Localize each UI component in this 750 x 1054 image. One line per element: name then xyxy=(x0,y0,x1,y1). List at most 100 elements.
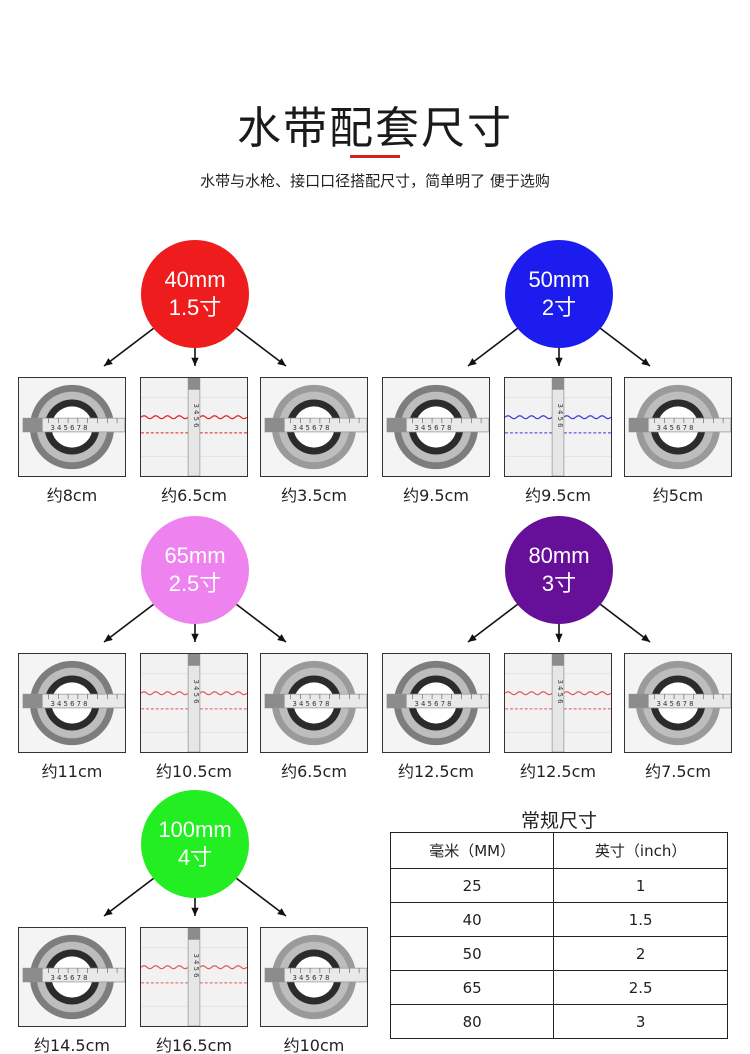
svg-text:3 4 5 6: 3 4 5 6 xyxy=(556,679,564,703)
hose-photo: 3 4 5 6 xyxy=(140,377,248,477)
svg-text:3 4 5 6 7 8: 3 4 5 6 7 8 xyxy=(50,700,87,708)
arrow-head-icon xyxy=(555,357,563,366)
coupling-photo: 3 4 5 6 7 8 xyxy=(382,377,490,477)
arrow-line xyxy=(467,600,523,643)
arrow-head-icon xyxy=(277,634,286,642)
svg-text:3 4 5 6 7 8: 3 4 5 6 7 8 xyxy=(292,700,329,708)
cell-inch: 1 xyxy=(553,868,728,903)
nozzle-coupling-photo: 3 4 5 6 7 8 xyxy=(624,653,732,753)
size-group: 65mm 2.5寸 3 4 5 6 7 8 约11cm 3 4 5 6 约10.5… xyxy=(18,516,378,786)
cell-mm: 25 xyxy=(389,868,555,903)
measurement-caption: 约12.5cm xyxy=(397,762,474,781)
arrow-head-icon xyxy=(104,358,113,366)
arrow-line xyxy=(595,600,651,643)
svg-text:3 4 5 6 7 8: 3 4 5 6 7 8 xyxy=(50,424,87,432)
cell-inch: 2 xyxy=(553,936,728,971)
size-mm-label: 65mm xyxy=(164,543,226,568)
page-title: 水带配套尺寸 xyxy=(237,103,513,154)
size-badge: 100mm 4寸 xyxy=(141,790,249,898)
nozzle-coupling-photo: 3 4 5 6 7 8 xyxy=(260,927,368,1027)
size-cun-label: 2寸 xyxy=(541,295,577,320)
cell-inch: 1.5 xyxy=(553,902,728,937)
table-row: 50 2 xyxy=(389,936,728,971)
table-row: 80 3 xyxy=(389,1004,728,1039)
svg-text:3 4 5 6 7 8: 3 4 5 6 7 8 xyxy=(656,424,693,432)
measurement-caption: 约6.5cm xyxy=(161,486,227,505)
nozzle-coupling-photo: 3 4 5 6 7 8 xyxy=(260,377,368,477)
size-badge: 50mm 2寸 xyxy=(505,240,613,348)
arrow-line xyxy=(231,324,287,367)
svg-text:3 4 5 6: 3 4 5 6 xyxy=(192,679,200,703)
svg-text:3 4 5 6 7 8: 3 4 5 6 7 8 xyxy=(414,424,451,432)
column-header-inch: 英寸（inch） xyxy=(553,832,728,869)
hose-photo: 3 4 5 6 xyxy=(504,653,612,753)
cell-inch: 2.5 xyxy=(553,970,728,1005)
arrow-head-icon xyxy=(191,357,199,366)
arrow-line xyxy=(231,600,287,643)
coupling-photo: 3 4 5 6 7 8 xyxy=(18,653,126,753)
svg-text:3 4 5 6 7 8: 3 4 5 6 7 8 xyxy=(414,700,451,708)
cell-mm: 80 xyxy=(389,1004,555,1039)
arrow-head-icon xyxy=(191,633,199,642)
hose-photo: 3 4 5 6 xyxy=(140,653,248,753)
measurement-caption: 约8cm xyxy=(46,486,98,505)
size-mm-label: 80mm xyxy=(528,543,590,568)
arrow-connectors xyxy=(103,874,287,917)
hose-photo: 3 4 5 6 xyxy=(140,927,248,1027)
measurement-caption: 约6.5cm xyxy=(281,762,347,781)
measurement-caption: 约11cm xyxy=(41,762,103,781)
size-cun-label: 3寸 xyxy=(541,571,577,596)
size-table-title: 常规尺寸 xyxy=(520,810,597,832)
arrow-line xyxy=(103,874,159,917)
svg-text:3 4 5 6 7 8: 3 4 5 6 7 8 xyxy=(292,974,329,982)
measurement-caption: 约16.5cm xyxy=(155,1036,232,1054)
title-underline xyxy=(350,155,400,158)
svg-text:3 4 5 6: 3 4 5 6 xyxy=(192,403,200,427)
measurement-caption: 约10cm xyxy=(283,1036,345,1054)
size-mm-label: 50mm xyxy=(528,267,590,292)
coupling-photo: 3 4 5 6 7 8 xyxy=(18,927,126,1027)
arrow-line xyxy=(103,600,159,643)
hose-photo: 3 4 5 6 xyxy=(504,377,612,477)
size-cun-label: 4寸 xyxy=(177,845,213,870)
size-badge: 80mm 3寸 xyxy=(505,516,613,624)
size-badge: 65mm 2.5寸 xyxy=(141,516,249,624)
svg-text:3 4 5 6 7 8: 3 4 5 6 7 8 xyxy=(656,700,693,708)
arrow-line xyxy=(231,874,287,917)
arrow-head-icon xyxy=(468,634,477,642)
size-group: 100mm 4寸 3 4 5 6 7 8 约14.5cm 3 4 5 6 约16.… xyxy=(18,790,378,1054)
coupling-photo: 3 4 5 6 7 8 xyxy=(18,377,126,477)
arrow-connectors xyxy=(467,600,651,643)
table-header-row: 毫米（MM） 英寸（inch） xyxy=(389,832,728,869)
nozzle-coupling-photo: 3 4 5 6 7 8 xyxy=(260,653,368,753)
arrow-line xyxy=(595,324,651,367)
measurement-caption: 约10.5cm xyxy=(155,762,232,781)
svg-text:3 4 5 6: 3 4 5 6 xyxy=(556,403,564,427)
arrow-connectors xyxy=(103,324,287,367)
size-group: 80mm 3寸 3 4 5 6 7 8 约12.5cm 3 4 5 6 约12.5… xyxy=(382,516,742,786)
arrow-head-icon xyxy=(468,358,477,366)
arrow-head-icon xyxy=(641,358,650,366)
measurement-caption: 约12.5cm xyxy=(519,762,596,781)
measurement-caption: 约9.5cm xyxy=(525,486,591,505)
measurement-caption: 约7.5cm xyxy=(645,762,711,781)
arrow-line xyxy=(467,324,523,367)
svg-text:3 4 5 6: 3 4 5 6 xyxy=(192,953,200,977)
cell-inch: 3 xyxy=(553,1004,728,1039)
size-mm-label: 100mm xyxy=(158,817,232,842)
size-table: 毫米（MM） 英寸（inch） 25 1 40 1.5 50 2 65 2.5 … xyxy=(389,832,728,1039)
size-group: 50mm 2寸 3 4 5 6 7 8 约9.5cm 3 4 5 6 约9.5cm xyxy=(382,240,742,510)
measurement-caption: 约14.5cm xyxy=(33,1036,110,1054)
arrow-head-icon xyxy=(277,358,286,366)
arrow-connectors xyxy=(103,600,287,643)
nozzle-coupling-photo: 3 4 5 6 7 8 xyxy=(624,377,732,477)
svg-text:3 4 5 6 7 8: 3 4 5 6 7 8 xyxy=(292,424,329,432)
coupling-photo: 3 4 5 6 7 8 xyxy=(382,653,490,753)
measurement-caption: 约9.5cm xyxy=(403,486,469,505)
size-cun-label: 2.5寸 xyxy=(168,571,222,596)
arrow-head-icon xyxy=(104,634,113,642)
arrow-head-icon xyxy=(555,633,563,642)
arrow-head-icon xyxy=(104,908,113,916)
